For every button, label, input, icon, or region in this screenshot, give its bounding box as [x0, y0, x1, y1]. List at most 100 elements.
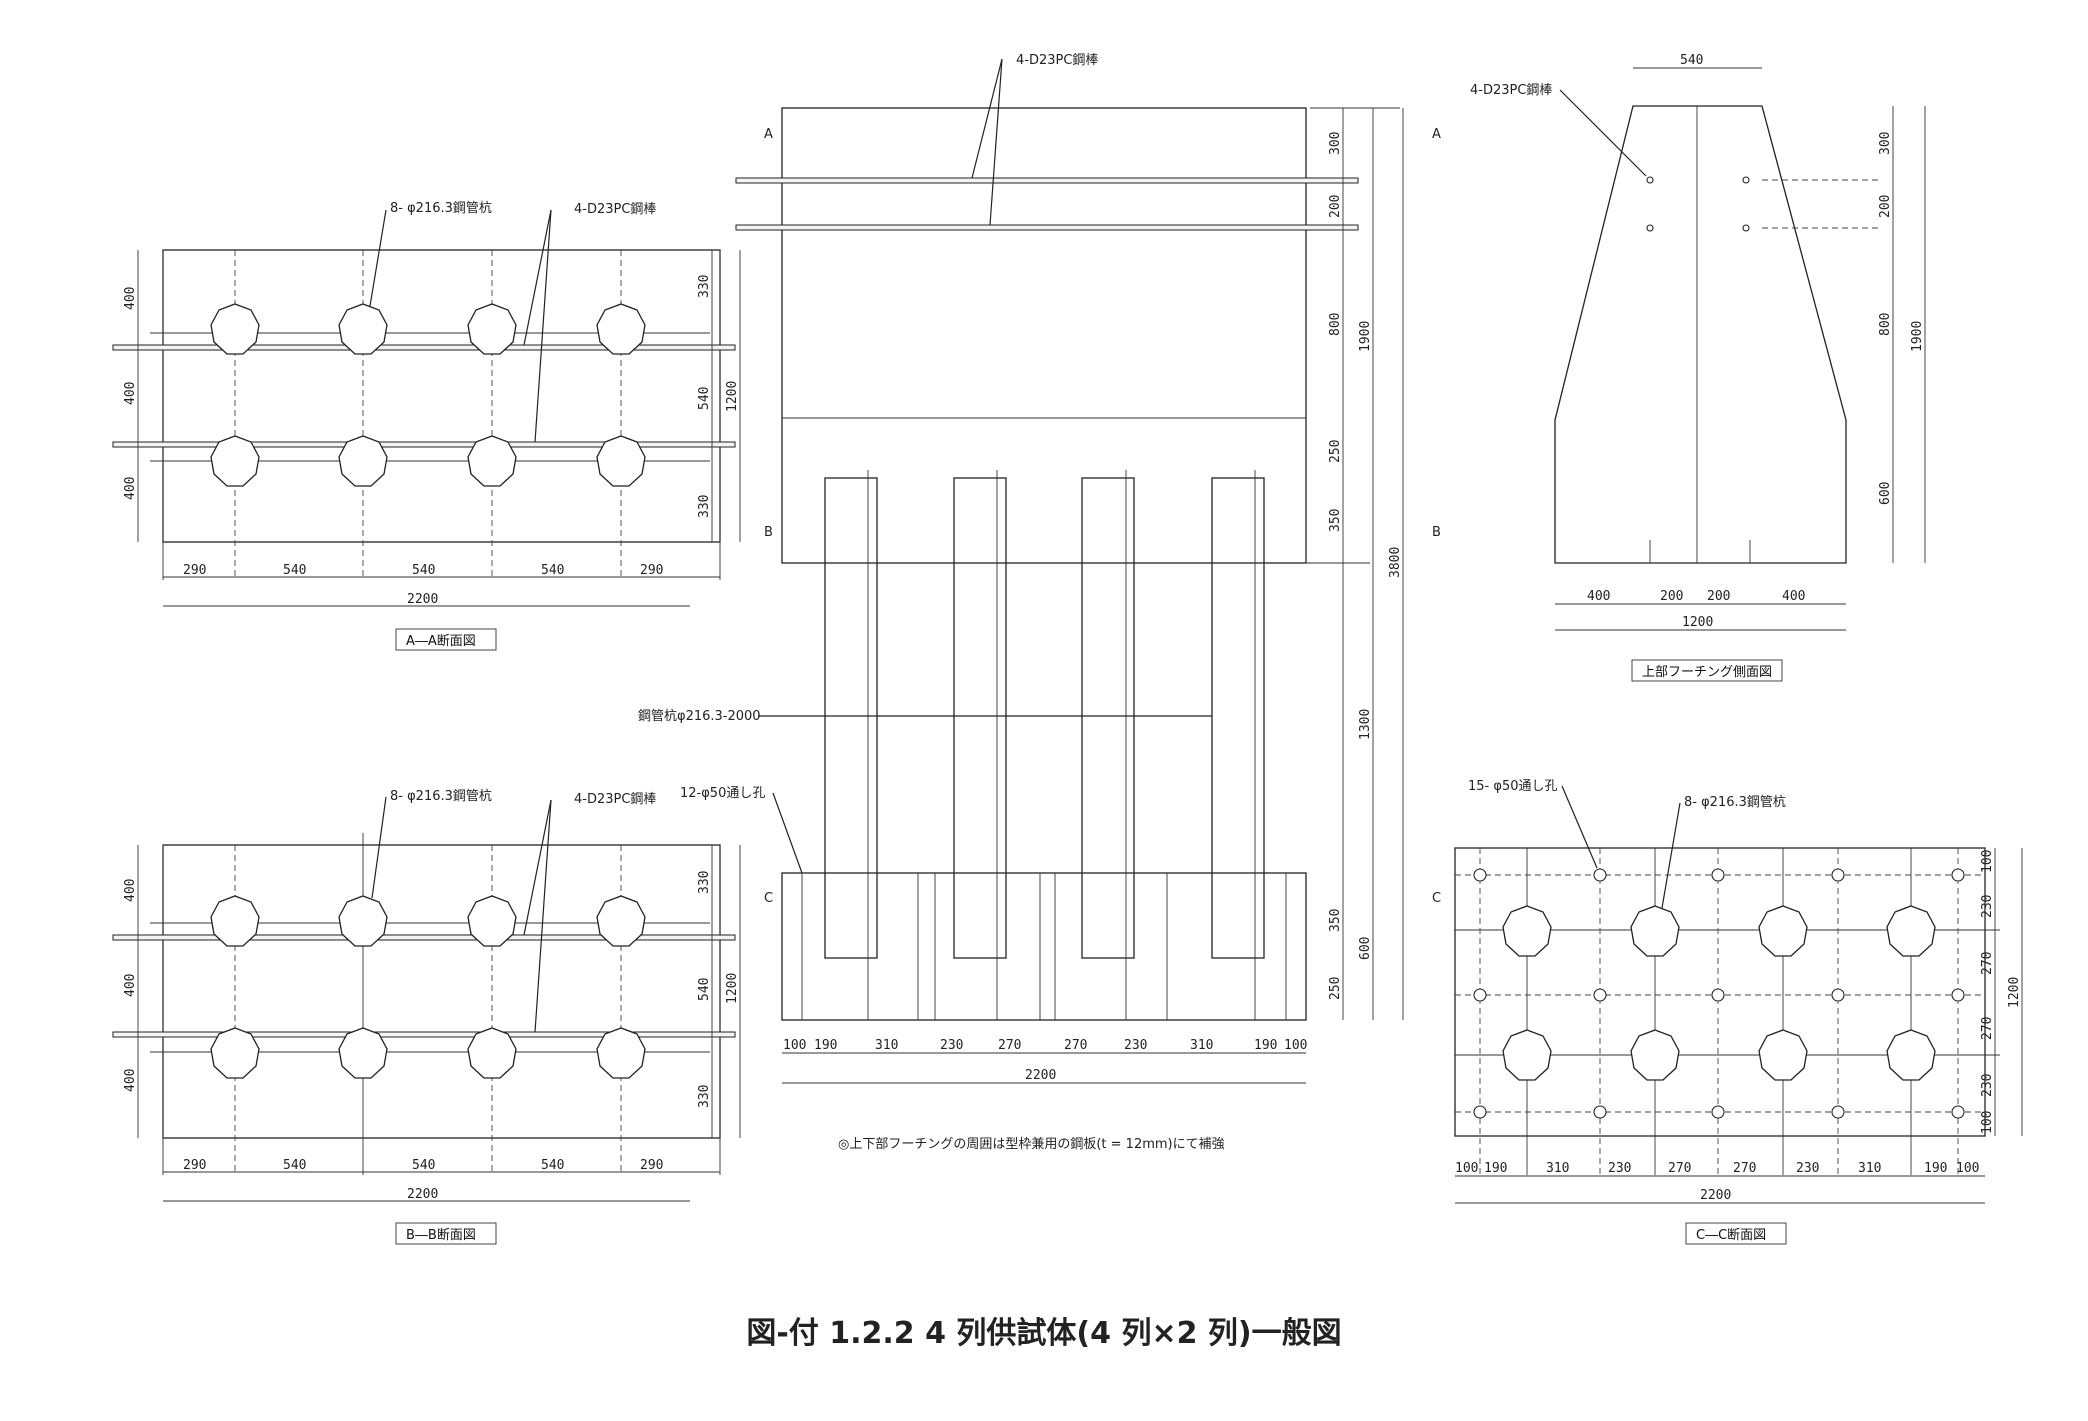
aa-title-box	[395, 628, 497, 651]
front-dim-right2: 1900	[1358, 321, 1373, 352]
cc-dim-bottom: 100	[1956, 1161, 1979, 1176]
bb-dim-left: 400	[123, 879, 138, 902]
aa-pc-bar	[112, 441, 736, 448]
front-dim-bottom: 100	[1284, 1038, 1307, 1053]
cc-hole	[1473, 1105, 1487, 1119]
cc-pile-leader	[1661, 802, 1681, 909]
aa-pile-label: 8- φ216.3鋼管杭	[390, 201, 492, 216]
bb-pile	[338, 895, 388, 947]
bb-dim-x: 540	[541, 1158, 564, 1173]
cc-pile	[1886, 1029, 1936, 1081]
front-dim-right: 350	[1328, 909, 1343, 932]
section-bb: 8- φ216.3鋼管杭 4-D23PC鋼棒 400 400 400 330 5…	[112, 789, 741, 1245]
bb-dim-right: 330	[697, 871, 712, 894]
aa-title: A―A断面図	[406, 634, 476, 649]
bb-pc-bar	[112, 934, 736, 941]
front-pile	[824, 477, 878, 959]
bb-pile-leader	[371, 796, 387, 899]
bb-dim-right: 330	[697, 1085, 712, 1108]
aa-pile	[338, 303, 388, 355]
section-mark-b-left: B	[764, 525, 773, 540]
lower-footing	[781, 872, 1307, 1021]
front-pile	[953, 477, 1007, 959]
aa-pile	[210, 435, 260, 487]
cc-pile	[1758, 905, 1808, 957]
cc-dim-right: 100	[1980, 850, 1995, 873]
cc-dim-right-total: 1200	[2007, 977, 2022, 1008]
section-mark-a-right: A	[1432, 127, 1441, 142]
aa-dim-x: 290	[183, 563, 206, 578]
section-mark-c-left: C	[764, 891, 773, 906]
aa-pc-bar	[112, 344, 736, 351]
upper-footing	[781, 107, 1307, 564]
bb-dim-left: 400	[123, 974, 138, 997]
front-dim-bottom: 230	[940, 1038, 963, 1053]
bb-bar-leader	[523, 799, 552, 936]
bb-dim-x: 540	[412, 1158, 435, 1173]
cc-dim-right: 230	[1980, 1074, 1995, 1097]
front-dim-right: 1300	[1358, 709, 1373, 740]
front-dim-right: 250	[1328, 440, 1343, 463]
side-dim-right: 200	[1878, 195, 1893, 218]
side-dim-right: 800	[1878, 313, 1893, 336]
front-bar-leader	[989, 58, 1003, 226]
front-pile-label: 鋼管杭φ216.3-2000	[638, 709, 761, 724]
side-bar-hole	[1742, 224, 1750, 232]
aa-dim-x: 540	[283, 563, 306, 578]
aa-dim-right-total: 1200	[725, 381, 740, 412]
side-dim-top: 540	[1680, 53, 1703, 68]
side-dim-bottom: 400	[1782, 589, 1805, 604]
cc-hole	[1831, 868, 1845, 882]
bb-dim-right-total: 1200	[725, 973, 740, 1004]
bb-pile	[467, 895, 517, 947]
front-pc-bar	[735, 177, 1359, 184]
cc-dim-right: 270	[1980, 952, 1995, 975]
front-dim-bottom: 190	[814, 1038, 837, 1053]
cc-dim-bottom: 270	[1668, 1161, 1691, 1176]
cc-dim-bottom: 100	[1455, 1161, 1478, 1176]
bb-dim-right: 540	[697, 978, 712, 1001]
aa-dim-total: 2200	[407, 592, 438, 607]
front-dim-right: 200	[1328, 195, 1343, 218]
front-note: ◎上下部フーチングの周囲は型枠兼用の鋼板(t = 12mm)にて補強	[838, 1137, 1225, 1152]
front-dim-bottom: 270	[1064, 1038, 1087, 1053]
side-title-box	[1631, 659, 1783, 682]
front-bar-leader	[971, 58, 1003, 179]
aa-outline	[162, 249, 721, 543]
aa-pile	[467, 303, 517, 355]
front-dim-right: 300	[1328, 132, 1343, 155]
bb-title: B―B断面図	[406, 1228, 476, 1243]
cc-hole	[1951, 988, 1965, 1002]
bb-dim-left: 400	[123, 1069, 138, 1092]
front-dim-bottom: 270	[998, 1038, 1021, 1053]
cc-dim-right: 270	[1980, 1017, 1995, 1040]
cc-dim-bottom: 310	[1858, 1161, 1881, 1176]
aa-dim-x: 540	[412, 563, 435, 578]
side-dim-bottom: 200	[1660, 589, 1683, 604]
side-dim-right: 600	[1878, 482, 1893, 505]
aa-bar-leader	[523, 209, 552, 346]
cc-dim-bottom: 310	[1546, 1161, 1569, 1176]
cc-dim-bottom: 270	[1733, 1161, 1756, 1176]
front-dim-bottom: 100	[783, 1038, 806, 1053]
side-dim-right: 300	[1878, 132, 1893, 155]
bb-dim-x: 540	[283, 1158, 306, 1173]
cc-pile	[1886, 905, 1936, 957]
side-title: 上部フーチング側面図	[1642, 665, 1772, 680]
cc-hole	[1473, 988, 1487, 1002]
side-view: 4-D23PC鋼棒 540 300 200 800 600 1900 400 2…	[1470, 53, 1926, 682]
aa-dim-left: 400	[123, 382, 138, 405]
cc-dim-bottom: 190	[1484, 1161, 1507, 1176]
front-dim-bottom: 230	[1124, 1038, 1147, 1053]
front-bar-label: 4-D23PC鋼棒	[1016, 53, 1098, 68]
bb-pc-bar	[112, 1031, 736, 1038]
side-dim-bottom: 400	[1587, 589, 1610, 604]
section-mark-c-right: C	[1432, 891, 1441, 906]
cc-pile	[1758, 1029, 1808, 1081]
cc-hole-label: 15- φ50通し孔	[1468, 779, 1557, 794]
aa-pile	[596, 303, 646, 355]
front-dim-bottom: 190	[1254, 1038, 1277, 1053]
front-view: A A B B C C 4-D23PC鋼棒 鋼管杭φ216.3-2000 12-…	[638, 53, 1441, 1152]
cc-hole-leader	[1561, 785, 1598, 869]
